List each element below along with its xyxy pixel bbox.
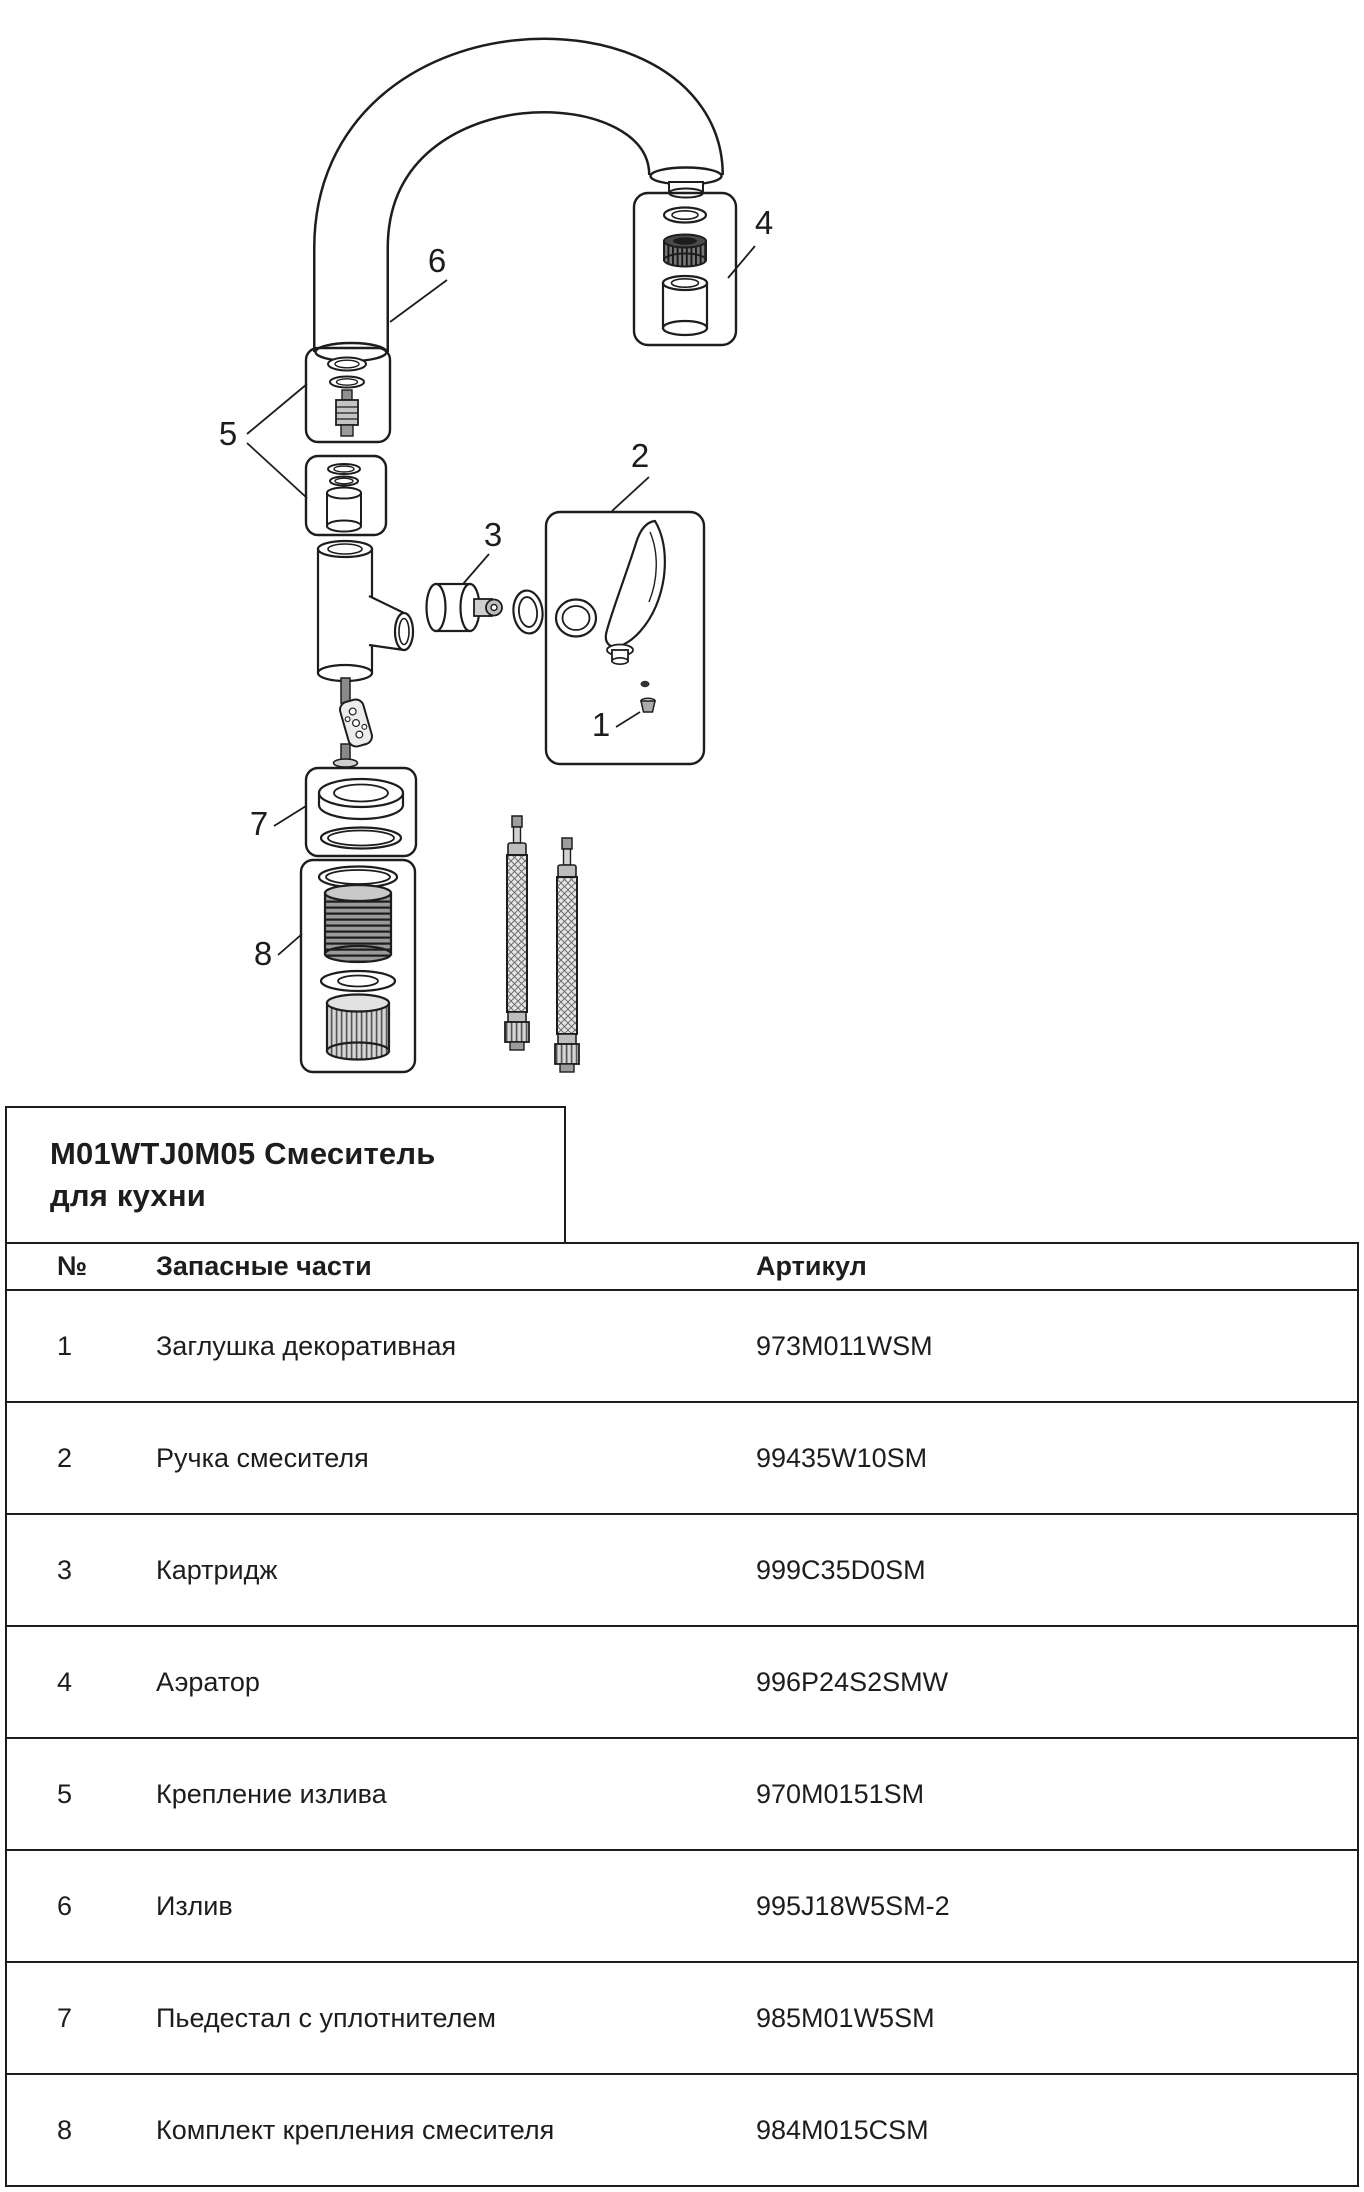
leader-line-1: [615, 711, 641, 728]
sku-cell: 99435W10SM: [751, 1401, 1358, 1515]
part-name-cell: Пьедестал с уплотнителем: [151, 1961, 751, 2075]
leader-line-6: [389, 279, 448, 323]
leader-line-7: [273, 805, 307, 827]
table-row: 5 Крепление излива 970M0151SM: [6, 1737, 1358, 1851]
hose-nut: [504, 1021, 530, 1043]
sku-cell: 984M015CSM: [751, 2073, 1358, 2187]
sku-cell: 999C35D0SM: [751, 1513, 1358, 1627]
part-number-cell: 2: [6, 1401, 151, 1515]
part-name-cell: Крепление излива: [151, 1737, 751, 1851]
callout-3: 3: [484, 516, 502, 553]
callout-7: 7: [250, 805, 268, 842]
sku-column-header: Артикул: [751, 1242, 1358, 1291]
leader-line-8: [277, 933, 303, 956]
cartridge: [425, 582, 503, 633]
handle-screw: [640, 680, 650, 688]
table-header-row: № Запасные части Артикул: [6, 1242, 1358, 1291]
leader-lines: [246, 245, 756, 956]
sku-cell: 970M0151SM: [751, 1737, 1358, 1851]
leader-line-2: [611, 476, 650, 512]
table-row: 2 Ручка смесителя 99435W10SM: [6, 1401, 1358, 1515]
sku-cell: 995J18W5SM-2: [751, 1849, 1358, 1963]
part-number-cell: 5: [6, 1737, 151, 1851]
num-column-header: №: [6, 1242, 151, 1291]
handle-box: [544, 510, 706, 766]
page-title-line2: для кухни: [50, 1178, 207, 1213]
mount-pin: [341, 389, 353, 401]
callout-8: 8: [254, 935, 272, 972]
leader-line-5a: [246, 383, 308, 435]
aerator-group: [632, 191, 738, 347]
spout-mount-box-lower: [304, 454, 388, 537]
part-column-header: Запасные части: [151, 1242, 751, 1291]
faucet-body: [316, 539, 415, 683]
part-number-cell: 8: [6, 2073, 151, 2187]
leader-line-3: [462, 553, 490, 585]
pedestal-box: [304, 766, 418, 858]
table-row: 4 Аэратор 996P24S2SMW: [6, 1625, 1358, 1739]
callout-2: 2: [631, 437, 649, 474]
mounting-kit-group: [299, 858, 417, 1074]
part-name-cell: Комплект крепления смесителя: [151, 2073, 751, 2187]
page-title-line1: M01WTJ0M05 Смеситель: [50, 1136, 436, 1171]
title-box: M01WTJ0M05 Смеситель для кухни: [5, 1106, 566, 1242]
callout-1: 1: [592, 706, 610, 743]
callout-6: 6: [428, 242, 446, 279]
part-name-cell: Аэратор: [151, 1625, 751, 1739]
supply-hose-right: [554, 837, 580, 1073]
decorative-plug: [640, 700, 656, 713]
part-name-cell: Излив: [151, 1849, 751, 1963]
supply-hose-left: [504, 815, 530, 1051]
mounting-kit-box: [299, 858, 417, 1074]
hose-braid: [506, 854, 528, 1013]
parts-table: № Запасные части Артикул 1 Заглушка деко…: [5, 1242, 1359, 2187]
callout-5: 5: [219, 415, 237, 452]
part-number-cell: 7: [6, 1961, 151, 2075]
table-row: 8 Комплект крепления смесителя 984M015CS…: [6, 2073, 1358, 2187]
spout-mount-upper-group: [304, 346, 392, 444]
body-stem: [332, 677, 373, 768]
sku-cell: 985M01W5SM: [751, 1961, 1358, 2075]
sku-cell: 973M011WSM: [751, 1289, 1358, 1403]
table-row: 6 Излив 995J18W5SM-2: [6, 1849, 1358, 1963]
spout-mount-box-upper: [304, 346, 392, 444]
hose-braid: [556, 876, 578, 1035]
part-name-cell: Заглушка декоративная: [151, 1289, 751, 1403]
hose-nut: [554, 1043, 580, 1065]
part-number-cell: 4: [6, 1625, 151, 1739]
spout-mount-lower-group: [304, 454, 388, 537]
leader-line-5b: [246, 442, 308, 499]
exploded-diagram: 6 4 5 3 2 1 7 8: [219, 37, 773, 1074]
part-name-cell: Картридж: [151, 1513, 751, 1627]
spout-tube: [313, 37, 724, 363]
callout-labels: 6 4 5 3 2 1 7 8: [219, 204, 773, 972]
part-number-cell: 1: [6, 1289, 151, 1403]
callout-4: 4: [755, 204, 773, 241]
part-number-cell: 3: [6, 1513, 151, 1627]
part-name-cell: Ручка смесителя: [151, 1401, 751, 1515]
table-row: 7 Пьедестал с уплотнителем 985M01W5SM: [6, 1961, 1358, 2075]
part-number-cell: 6: [6, 1849, 151, 1963]
leader-line-4: [727, 245, 756, 279]
pedestal-group: [304, 766, 418, 858]
cartridge-ring: [512, 589, 544, 635]
handle-lever: [604, 519, 666, 648]
sku-cell: 996P24S2SMW: [751, 1625, 1358, 1739]
parts-sheet: M01WTJ0M05 Смеситель для кухни № Запасны…: [5, 1106, 1359, 2187]
table-row: 3 Картридж 999C35D0SM: [6, 1513, 1358, 1627]
handle-group: [544, 510, 706, 766]
threaded-stud: [323, 891, 393, 956]
table-row: 1 Заглушка декоративная 973M011WSM: [6, 1289, 1358, 1403]
